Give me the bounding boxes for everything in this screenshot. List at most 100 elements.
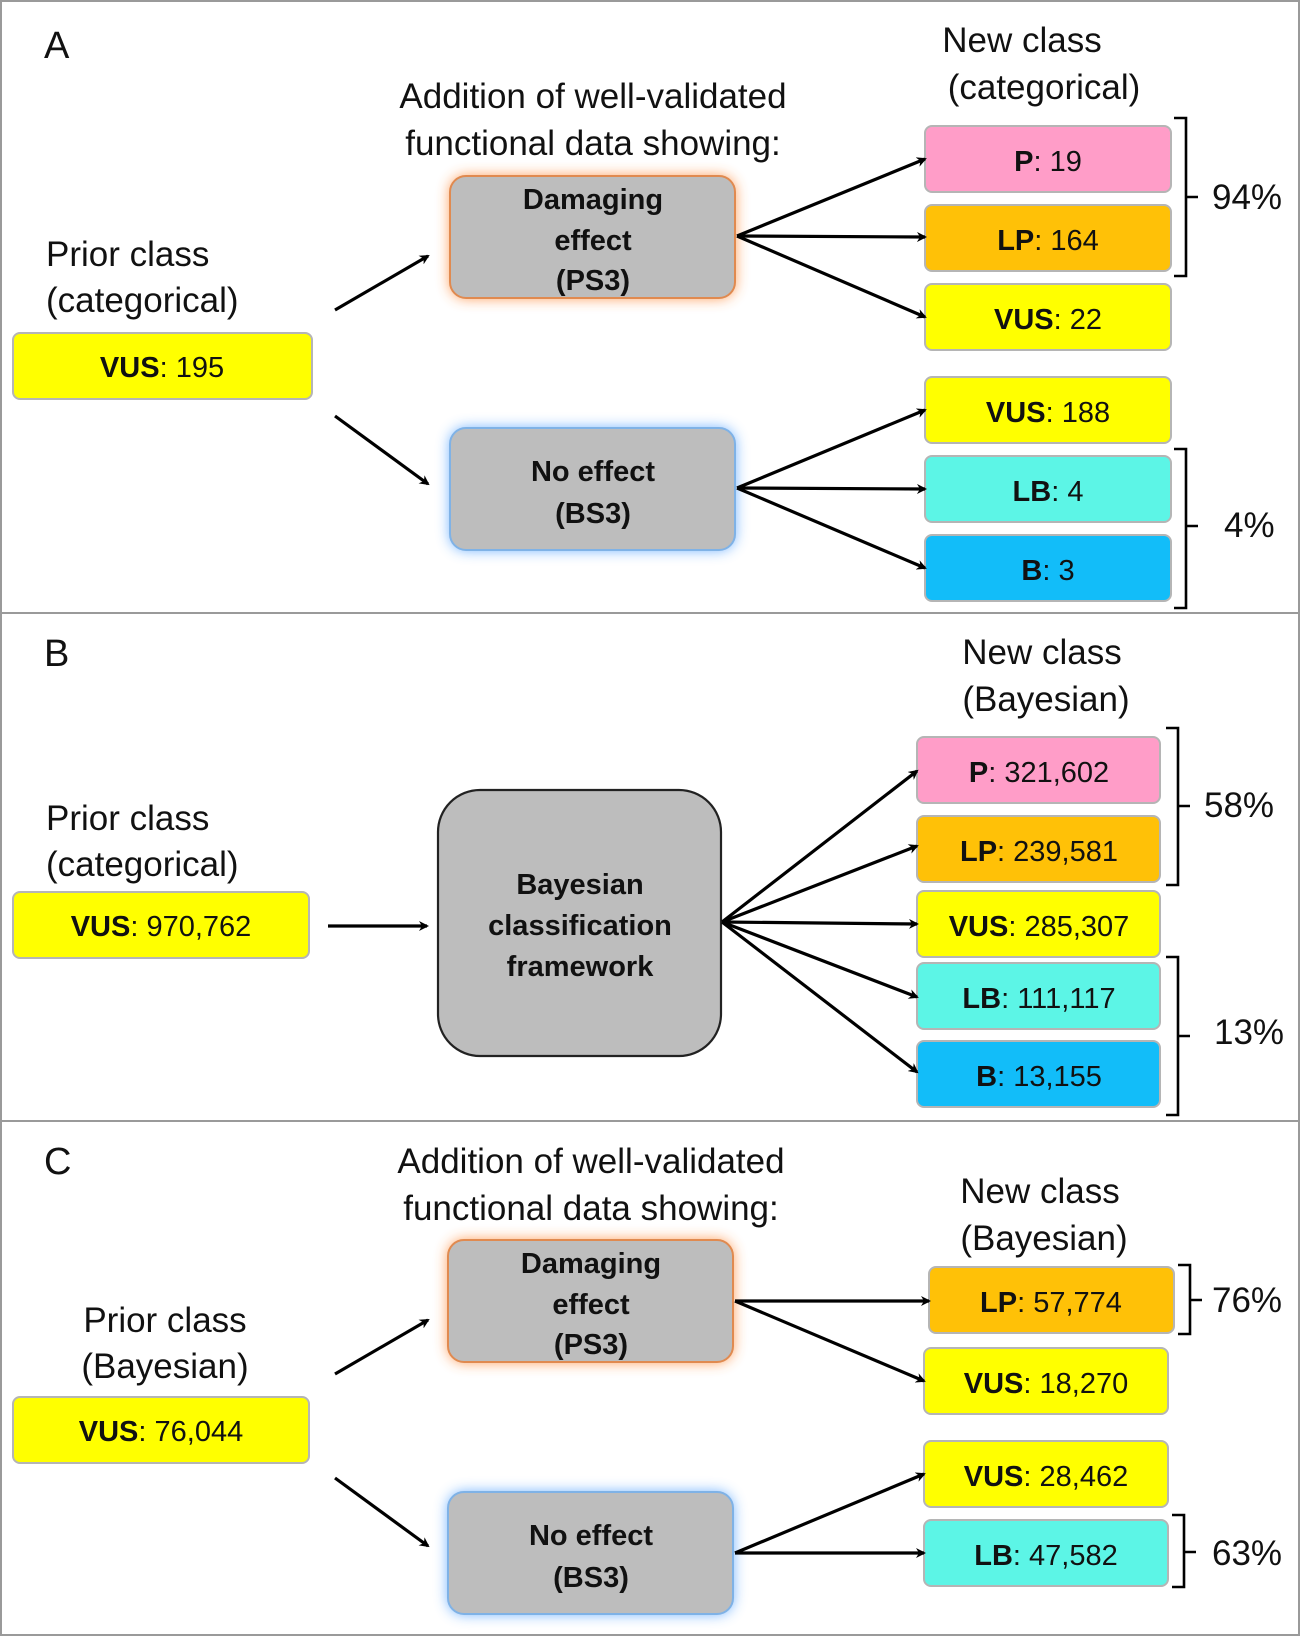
arrow bbox=[721, 844, 919, 924]
bracket bbox=[1172, 1513, 1196, 1589]
arrow bbox=[736, 483, 927, 494]
new-class-label-line1: New class bbox=[960, 1172, 1119, 1211]
arrow bbox=[734, 1299, 926, 1383]
arrow bbox=[334, 414, 430, 486]
panel-letter-b: B bbox=[44, 633, 69, 675]
panel-letter-c: C bbox=[44, 1141, 71, 1183]
bracket bbox=[1166, 726, 1190, 887]
outcome-box-lb: LB: 4 bbox=[924, 455, 1172, 523]
panel-b: B Prior class (categorical) VUS: 970,762… bbox=[12, 633, 1284, 1117]
prior-class-box: VUS: 76,044 bbox=[12, 1396, 310, 1464]
svg-text:effect: effect bbox=[552, 1289, 630, 1321]
no-effect-box: No effect (BS3) bbox=[449, 427, 736, 551]
svg-text:LB: 4: LB: 4 bbox=[1013, 476, 1084, 508]
percentage-label: 63% bbox=[1212, 1534, 1282, 1573]
svg-text:VUS: 285,307: VUS: 285,307 bbox=[949, 911, 1130, 943]
outcome-box-vus: VUS: 22 bbox=[924, 283, 1172, 351]
panel-letter-a: A bbox=[44, 25, 70, 67]
svg-text:VUS: 76,044: VUS: 76,044 bbox=[79, 1416, 243, 1448]
svg-text:LB: 111,117: LB: 111,117 bbox=[962, 983, 1115, 1015]
svg-text:VUS: 970,762: VUS: 970,762 bbox=[71, 911, 252, 943]
svg-text:VUS: 188: VUS: 188 bbox=[986, 397, 1110, 429]
bracket bbox=[1166, 955, 1190, 1117]
outcome-box-p: P: 321,602 bbox=[916, 736, 1161, 804]
new-class-label-line1: New class bbox=[962, 633, 1121, 672]
svg-text:framework: framework bbox=[507, 951, 655, 983]
arrow bbox=[334, 1476, 430, 1548]
svg-text:Damaging: Damaging bbox=[523, 184, 663, 216]
svg-text:Damaging: Damaging bbox=[521, 1248, 661, 1280]
outcome-box-b: B: 3 bbox=[924, 534, 1172, 602]
prior-class-label-line1: Prior class bbox=[46, 799, 209, 838]
outcome-box-lb: LB: 47,582 bbox=[923, 1519, 1169, 1587]
svg-text:LP: 164: LP: 164 bbox=[997, 225, 1099, 257]
new-class-label-line2: (categorical) bbox=[948, 68, 1141, 107]
outcome-box-lb: LB: 111,117 bbox=[916, 962, 1161, 1030]
svg-text:VUS: 195: VUS: 195 bbox=[100, 352, 224, 384]
svg-text:(BS3): (BS3) bbox=[553, 1562, 629, 1594]
percentage-label: 13% bbox=[1214, 1013, 1284, 1052]
percentage-label: 76% bbox=[1212, 1281, 1282, 1320]
prior-class-box: VUS: 195 bbox=[12, 332, 313, 400]
prior-class-box: VUS: 970,762 bbox=[12, 891, 310, 959]
svg-text:P: 19: P: 19 bbox=[1014, 146, 1082, 178]
svg-text:VUS: 18,270: VUS: 18,270 bbox=[964, 1368, 1128, 1400]
outcome-box-b: B: 13,155 bbox=[916, 1040, 1161, 1108]
outcome-box-vus: VUS: 18,270 bbox=[923, 1347, 1169, 1415]
outcome-box-p: P: 19 bbox=[924, 125, 1172, 193]
svg-text:B: 3: B: 3 bbox=[1021, 555, 1074, 587]
arrow bbox=[721, 769, 919, 924]
arrow bbox=[721, 920, 919, 1074]
svg-text:(PS3): (PS3) bbox=[554, 1329, 628, 1361]
outcome-box-lp: LP: 239,581 bbox=[916, 815, 1161, 883]
addition-label-line2: functional data showing: bbox=[403, 1189, 779, 1228]
outcome-box-vus: VUS: 28,462 bbox=[923, 1440, 1169, 1508]
svg-text:B: 13,155: B: 13,155 bbox=[976, 1061, 1102, 1093]
new-class-label-line2: (Bayesian) bbox=[962, 680, 1129, 719]
outcome-box-lp: LP: 57,774 bbox=[928, 1266, 1175, 1334]
outcome-box-vus: VUS: 285,307 bbox=[916, 890, 1161, 958]
arrow bbox=[736, 486, 927, 570]
percentage-label: 4% bbox=[1224, 506, 1275, 545]
prior-class-label-line2: (categorical) bbox=[46, 281, 239, 320]
arrow bbox=[736, 408, 927, 490]
svg-text:(BS3): (BS3) bbox=[555, 498, 631, 530]
svg-text:No effect: No effect bbox=[529, 1520, 653, 1552]
panel-c-border bbox=[0, 1120, 1300, 1636]
no-effect-box: No effect (BS3) bbox=[447, 1491, 734, 1615]
addition-label-line2: functional data showing: bbox=[405, 124, 781, 163]
arrow bbox=[721, 918, 919, 929]
arrow bbox=[736, 157, 927, 238]
svg-text:VUS: 22: VUS: 22 bbox=[994, 304, 1102, 336]
svg-text:VUS: 28,462: VUS: 28,462 bbox=[964, 1461, 1128, 1493]
svg-text:LP: 57,774: LP: 57,774 bbox=[980, 1287, 1122, 1319]
damaging-effect-box: Damaging effect (PS3) bbox=[447, 1239, 734, 1363]
new-class-label-line1: New class bbox=[942, 21, 1101, 60]
arrow bbox=[734, 1472, 926, 1555]
bracket bbox=[1178, 1263, 1202, 1336]
outcome-box-lp: LP: 164 bbox=[924, 204, 1172, 272]
prior-class-label-line1: Prior class bbox=[83, 1301, 246, 1340]
arrow bbox=[334, 1318, 430, 1376]
arrow bbox=[736, 231, 927, 242]
arrow bbox=[721, 920, 919, 999]
bayesian-framework-box: Bayesian classification framework bbox=[436, 788, 723, 1058]
prior-class-label-line2: (categorical) bbox=[46, 845, 239, 884]
new-class-label-line2: (Bayesian) bbox=[960, 1219, 1127, 1258]
prior-class-label-line1: Prior class bbox=[46, 235, 209, 274]
panel-a: A Prior class (categorical) VUS: 195 Add… bbox=[12, 21, 1282, 610]
bracket bbox=[1174, 116, 1198, 278]
damaging-effect-box: Damaging effect (PS3) bbox=[449, 175, 736, 299]
arrow bbox=[736, 234, 927, 319]
panel-c: C Prior class (Bayesian) VUS: 76,044 Add… bbox=[12, 1141, 1282, 1615]
addition-label-line1: Addition of well-validated bbox=[399, 77, 786, 116]
bracket bbox=[1174, 447, 1198, 610]
arrow bbox=[334, 254, 430, 312]
svg-text:(PS3): (PS3) bbox=[556, 265, 630, 297]
outcome-box-vus: VUS: 188 bbox=[924, 376, 1172, 444]
percentage-label: 58% bbox=[1204, 786, 1274, 825]
addition-label-line1: Addition of well-validated bbox=[397, 1142, 784, 1181]
svg-text:P: 321,602: P: 321,602 bbox=[969, 757, 1109, 789]
svg-text:Bayesian: Bayesian bbox=[516, 869, 643, 901]
